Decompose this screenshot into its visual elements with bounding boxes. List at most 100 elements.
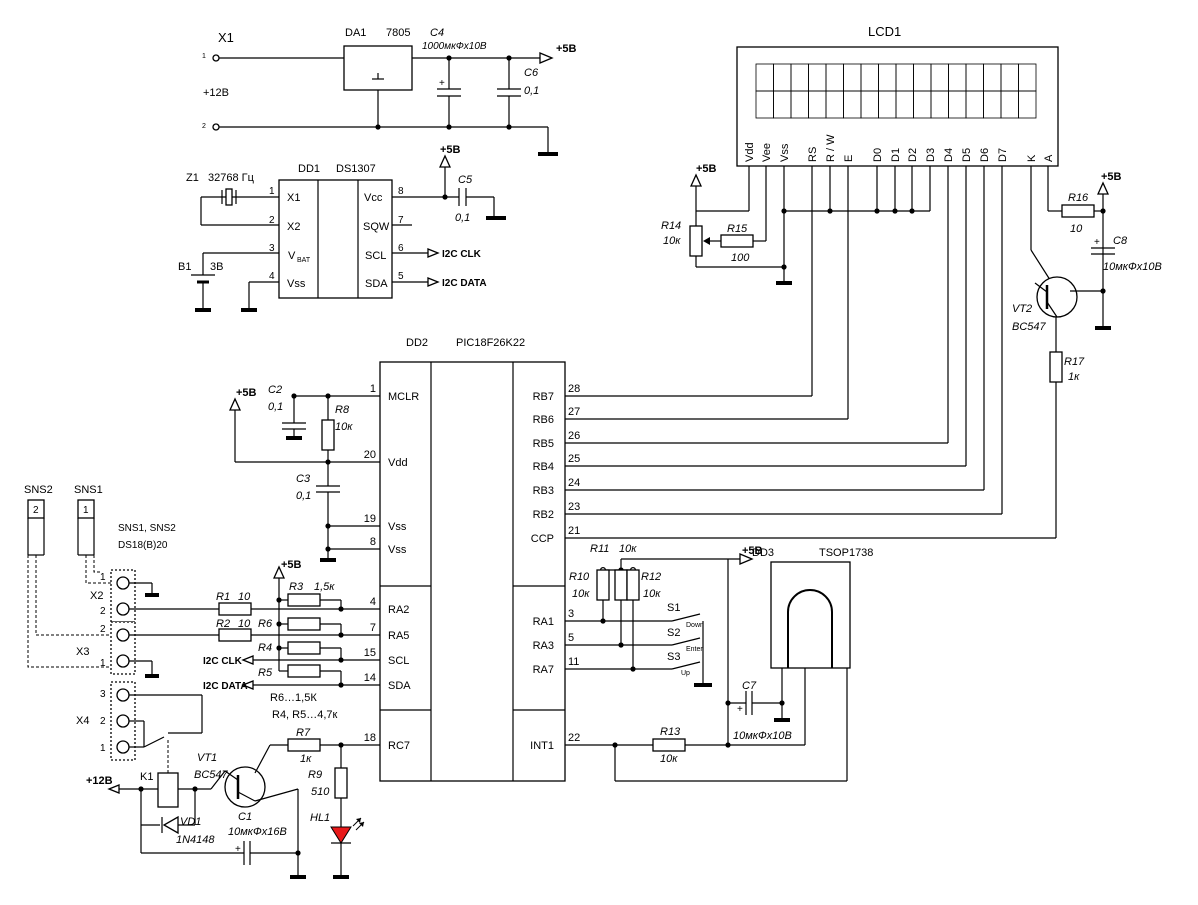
r12-label: R12: [641, 571, 661, 583]
dd1-pin-sda: SDA: [365, 278, 388, 290]
s2-enter: Enter: [686, 646, 703, 653]
mcu-right-pin-number: 22: [568, 732, 580, 744]
dd1-pin2-num: 2: [269, 215, 275, 226]
mcu-right-pin-name: RB3: [533, 485, 554, 497]
x3-term1: 2: [100, 624, 106, 635]
dd1-i2c-clk: I2C CLK: [442, 249, 482, 260]
c2-value: 0,1: [268, 401, 283, 413]
r1-resistor: [218, 602, 252, 616]
c7-value: 10мкФх10В: [733, 730, 792, 742]
dd1-label: DD1: [298, 163, 320, 175]
s3-label: S3: [667, 651, 680, 663]
x1-pin1: 1: [202, 53, 206, 60]
lcd-pin-label: D2: [907, 148, 919, 162]
backlight-plus5-label: +5В: [1101, 171, 1122, 183]
x3-term2: 1: [100, 658, 106, 669]
svg-text:+: +: [1094, 237, 1100, 248]
mcu-right-pin-number: 27: [568, 406, 580, 418]
r17-label: R17: [1064, 356, 1085, 368]
mcu-right-pin-number: 3: [568, 608, 574, 620]
mcu-left-pin-number: 1: [370, 383, 376, 395]
mcu-right-pin-number: 24: [568, 477, 580, 489]
r6-resistor: [287, 617, 321, 631]
r7-resistor: [287, 738, 321, 752]
lcd-pin-label: D4: [943, 148, 955, 162]
k1-label: K1: [140, 771, 153, 783]
r16-resistor: [1061, 204, 1095, 218]
r14-label: R14: [661, 220, 681, 232]
dd3-type: TSOP1738: [819, 547, 873, 559]
r1-label: R1: [216, 591, 230, 603]
sns2-sensor: [27, 499, 45, 519]
sensor-note-1: SNS1, SNS2: [118, 523, 176, 534]
dd2-label: DD2: [406, 337, 428, 349]
c5-label: C5: [458, 174, 473, 186]
mcu-left-pin-name: RC7: [388, 740, 410, 752]
mcu-right-pin-name: RA3: [533, 640, 554, 652]
dd1-i2c-data: I2C DATA: [442, 278, 487, 289]
resistor-note-r6: R6…1,5К: [270, 692, 317, 704]
pullup-plus5-label: +5В: [281, 559, 302, 571]
r3-label: R3: [289, 581, 304, 593]
vd1-label: VD1: [180, 816, 201, 828]
dd1-pin-scl: SCL: [365, 250, 386, 262]
mcu-right-pin-number: 11: [568, 656, 579, 668]
lcd-pin-label: D1: [890, 148, 902, 162]
s1-down: Down: [686, 622, 704, 629]
x2-term1: 1: [100, 572, 106, 583]
c4-label: C4: [430, 27, 444, 39]
r7-label: R7: [296, 727, 311, 739]
r4-label: R4: [258, 642, 272, 654]
r10-resistor: [596, 569, 610, 601]
svg-text:+: +: [737, 704, 743, 715]
r15-label: R15: [727, 223, 748, 235]
dd1-plus5-label: +5В: [440, 144, 461, 156]
c7-label: C7: [742, 680, 757, 692]
c4-value: 1000мкФх10В: [422, 41, 487, 52]
lcd-pin-label: E: [843, 155, 855, 162]
r12-resistor: [626, 569, 640, 601]
r8-value: 10к: [335, 421, 353, 433]
b1-value: 3В: [210, 261, 223, 273]
svg-text:+: +: [235, 844, 241, 855]
led-hl1: [330, 826, 352, 844]
mcu-right-pin-name: RB4: [533, 461, 554, 473]
input-12v-label: +12В: [203, 87, 229, 99]
r3-resistor: [287, 593, 321, 607]
mcu-left-pin-name: RA2: [388, 604, 409, 616]
mcu-right-pin-name: INT1: [530, 740, 554, 752]
lcd-pin-label: Vdd: [744, 142, 756, 162]
lcd-pin-label: R / W: [825, 134, 837, 162]
x4-term2: 2: [100, 716, 106, 727]
x1-pin2: 2: [202, 123, 206, 130]
mcu-right-pin-number: 25: [568, 453, 580, 465]
relay-section: K1 +12В VD1 1N4148 R7 1к VT1 BC547 + C1 …: [86, 694, 380, 879]
keys-section: +5В R11 10к R10 10к R12 10к S1 S2 S3 Dow…: [565, 543, 763, 687]
sns2-label: SNS2: [24, 484, 53, 496]
mcu-left-pin-number: 4: [370, 596, 376, 608]
rtc-section: DD1 DS1307 X1 X2 V BAT Vss 1 2 3 4 Vcc S…: [178, 144, 506, 312]
dd1-pin-vcc: Vcc: [364, 192, 383, 204]
tsop1738-receiver: [770, 561, 851, 669]
lcd-display: [736, 46, 1059, 167]
r13-resistor: [652, 738, 686, 752]
lcd-pin-label: D5: [961, 148, 973, 162]
r14-pot: [689, 225, 703, 257]
c2-label: C2: [268, 384, 282, 396]
s2-label: S2: [667, 627, 680, 639]
r5-resistor: [287, 664, 321, 678]
crystal-z1: [225, 188, 233, 206]
dd1-pin-x1: X1: [287, 192, 300, 204]
c3-label: C3: [296, 473, 311, 485]
mcu-right-pin-number: 5: [568, 632, 574, 644]
dd1-pin-sqw: SQW: [363, 221, 390, 233]
vbat-subscript: BAT: [297, 257, 311, 264]
r16-value: 10: [1070, 223, 1083, 235]
z1-value: 32768 Гц: [208, 172, 255, 184]
lcd-pin-label: Vss: [779, 143, 791, 162]
mcu-right-pin-name: RA7: [533, 664, 554, 676]
mcu-left-pin-name: SDA: [388, 680, 411, 692]
r17-value: 1к: [1068, 371, 1080, 383]
